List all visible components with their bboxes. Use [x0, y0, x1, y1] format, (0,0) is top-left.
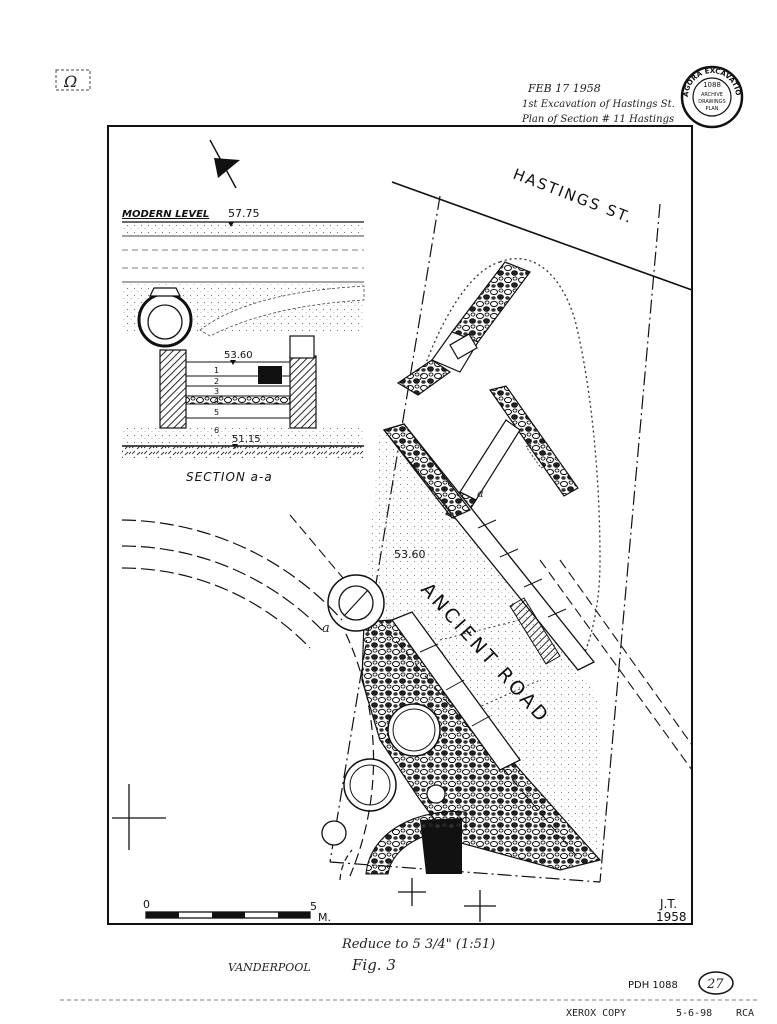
page-number-ring [698, 971, 734, 995]
plan-frame [107, 125, 693, 925]
pdh-number: PDH 1088 [628, 980, 678, 991]
section-layer-3: 3 [214, 387, 219, 396]
elevation-label: 53.60 [394, 548, 426, 561]
stone-pavement [361, 611, 602, 875]
modern-level-label: MODERN LEVEL [122, 209, 209, 220]
header-note-date: FEB 17 1958 [527, 82, 601, 95]
north-arrow-icon [209, 139, 240, 189]
stamp-ring-text: AGORA EXCAVATIONS [0, 0, 742, 97]
credit-year: 1958 [656, 910, 687, 924]
street-edge [391, 181, 693, 291]
section-title: SECTION a-a [186, 470, 273, 484]
section-layer-4: 4 [214, 396, 219, 405]
corner-mark: Ω [55, 69, 91, 91]
survey-crosses [112, 784, 496, 922]
circular-arcs [121, 519, 375, 881]
left-note: VANDERPOOL [228, 961, 311, 974]
section-top-elev: 53.60 [224, 350, 253, 361]
stamp-number: 1088 [703, 81, 721, 89]
figure-note: Fig. 3 [351, 956, 396, 974]
section-inset: MODERN LEVEL 57.75 [122, 207, 365, 484]
section-layer-2: 2 [214, 377, 219, 386]
footer-stamp: XEROX COPY 5-6-98 RCA [566, 1008, 754, 1019]
scale-end: 5 [310, 900, 317, 913]
page-number: 27 [706, 977, 724, 992]
footer-date: 5-6-98 [676, 1008, 712, 1019]
header-note-excavation: 1st Excavation of Hastings St. [522, 99, 675, 110]
wells [321, 574, 446, 846]
road-fill [360, 430, 600, 860]
drain-channel [439, 597, 561, 713]
footer-xerox: XEROX COPY [566, 1008, 626, 1019]
credit-initials: J.T. [659, 897, 677, 911]
upper-wall [396, 261, 531, 396]
header-notes: FEB 17 1958 1st Excavation of Hastings S… [521, 82, 675, 125]
footer-initials: RCA [736, 1008, 754, 1019]
section-bottom-elev: 51.15 [232, 434, 261, 445]
long-wall [382, 423, 596, 671]
stamp-line-1: ARCHIVE [701, 92, 723, 98]
section-marker-a1: a [322, 621, 330, 636]
modern-level-value: 57.75 [228, 207, 260, 220]
stamp-line-3: PLAN [705, 106, 718, 112]
excavation-outline-left [419, 261, 501, 381]
scale-bar: 0 5 M. [143, 898, 331, 924]
section-layer-1: 1 [214, 366, 219, 375]
middle-wall-marker: a [477, 487, 484, 500]
scale-start: 0 [143, 898, 150, 911]
header-note-plan: Plan of Section # 11 Hastings [521, 114, 674, 125]
reduce-note: Reduce to 5 3/4" (1:51) [341, 937, 495, 952]
corner-mark-glyph: Ω [63, 72, 77, 91]
street-label: HASTINGS ST. [511, 165, 636, 227]
scale-unit: M. [318, 911, 331, 924]
section-layer-5: 5 [214, 408, 219, 417]
stamp-line-2: DRAWINGS [698, 99, 725, 105]
